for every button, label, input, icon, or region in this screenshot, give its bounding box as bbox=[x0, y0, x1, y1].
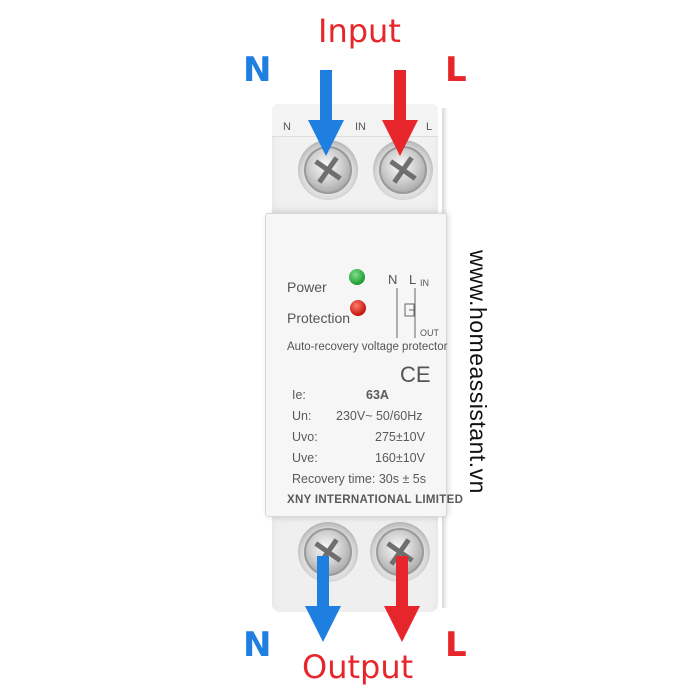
relay-schematic-icon bbox=[396, 288, 416, 338]
spec-value-un: 230V~ 50/60Hz bbox=[336, 409, 423, 423]
neutral-label-top: N bbox=[243, 50, 272, 90]
power-led-icon bbox=[349, 269, 365, 285]
product-line-text: Auto-recovery voltage protector bbox=[287, 341, 448, 353]
line-label-bottom: L bbox=[445, 625, 467, 665]
terminal-label-in: IN bbox=[355, 121, 366, 133]
spec-value-ie: 63A bbox=[366, 388, 389, 402]
schematic-n: N bbox=[388, 272, 398, 287]
spec-key-uve: Uve: bbox=[292, 451, 318, 465]
neutral-label-bottom: N bbox=[243, 625, 272, 665]
neutral-output-arrow-icon bbox=[305, 556, 341, 642]
input-title: Input bbox=[318, 12, 401, 50]
line-input-arrow-icon bbox=[382, 70, 418, 156]
line-label-top: L bbox=[445, 50, 467, 90]
spec-value-uvo: 275±10V bbox=[375, 430, 425, 444]
neutral-input-arrow-icon bbox=[308, 70, 344, 156]
front-panel bbox=[265, 213, 447, 517]
schematic-in: IN bbox=[420, 278, 429, 288]
spec-key-ie: Ie: bbox=[292, 388, 306, 402]
terminal-label-n: N bbox=[283, 121, 291, 133]
line-output-arrow-icon bbox=[384, 556, 420, 642]
spec-value-uve: 160±10V bbox=[375, 451, 425, 465]
website-watermark-text: www.homeassistant.vn bbox=[465, 250, 491, 494]
recovery-time-text: Recovery time: 30s ± 5s bbox=[292, 472, 426, 486]
terminal-label-l: L bbox=[426, 121, 433, 133]
output-title: Output bbox=[302, 648, 414, 686]
schematic-out: OUT bbox=[420, 328, 439, 338]
spec-key-un: Un: bbox=[292, 409, 312, 423]
website-watermark: www.homeassistant.vn bbox=[455, 250, 495, 494]
power-label: Power bbox=[287, 279, 327, 295]
spec-key-uvo: Uvo: bbox=[292, 430, 318, 444]
screw-icon bbox=[304, 146, 352, 194]
schematic-l: L bbox=[409, 272, 417, 287]
manufacturer-text: XNY INTERNATIONAL LIMITED bbox=[287, 494, 464, 506]
protection-led-icon bbox=[350, 300, 366, 316]
protection-label: Protection bbox=[287, 310, 351, 326]
ce-mark-icon: CE bbox=[400, 362, 431, 387]
